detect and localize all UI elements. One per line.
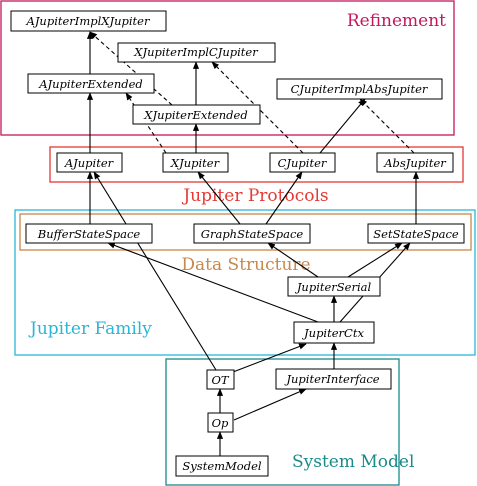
node-graph-state-space: GraphStateSpace — [193, 223, 311, 244]
node-jupiter-ctx: JupiterCtx — [293, 321, 375, 344]
refinement-region-label: Refinement — [347, 11, 446, 31]
node-system-model: SystemModel — [175, 455, 269, 477]
svg-text:CJupiter: CJupiter — [278, 156, 328, 170]
svg-text:JupiterCtx: JupiterCtx — [302, 326, 364, 340]
node-cjupiter-impl-absjupiter: CJupiterImplAbsJupiter — [276, 78, 443, 100]
edge-serial-to-graph — [267, 242, 319, 278]
edge-graph-to-cjup — [265, 171, 303, 225]
data-structure-region — [19, 213, 472, 251]
edge-ctx-to-buffer — [107, 242, 319, 323]
system-model-region — [165, 358, 400, 486]
protocols-region — [49, 146, 464, 183]
node-absjupiter: AbsJupiter — [376, 152, 454, 173]
data-structure-region-label: Data Structure — [181, 255, 310, 275]
family-region-label: Jupiter Family — [28, 319, 152, 339]
svg-text:XJupiter: XJupiter — [170, 156, 221, 170]
system-model-region-label: System Model — [292, 452, 414, 472]
svg-text:XJupiterImplCJupiter: XJupiterImplCJupiter — [133, 45, 259, 59]
node-buffer-state-space: BufferStateSpace — [25, 223, 153, 244]
svg-text:XJupiterExtended: XJupiterExtended — [143, 108, 247, 122]
svg-text:BufferStateSpace: BufferStateSpace — [37, 227, 141, 241]
edge-graph-to-xjup — [197, 171, 241, 225]
svg-text:Op: Op — [212, 416, 229, 430]
svg-text:AbsJupiter: AbsJupiter — [383, 156, 447, 170]
svg-text:CJupiterImplAbsJupiter: CJupiterImplAbsJupiter — [291, 82, 429, 96]
node-set-state-space: SetStateSpace — [367, 223, 465, 244]
protocols-region-label: Jupiter Protocols — [181, 186, 328, 206]
svg-text:OT: OT — [211, 373, 229, 387]
svg-text:SetStateSpace: SetStateSpace — [373, 227, 459, 241]
refinement-region — [0, 0, 455, 136]
node-xjupiter: XJupiter — [162, 152, 229, 173]
node-jupiter-serial: JupiterSerial — [287, 276, 381, 297]
node-ajupiter: AJupiter — [56, 152, 123, 173]
edge-serial-to-set — [347, 242, 403, 278]
node-op: Op — [207, 412, 234, 433]
edge-ot-to-ctx — [232, 343, 307, 373]
edge-absjup-to-cimplabs — [359, 98, 415, 154]
edge-op-to-iface — [233, 388, 307, 421]
family-region — [14, 209, 476, 356]
svg-text:AJupiter: AJupiter — [64, 156, 115, 170]
svg-text:JupiterInterface: JupiterInterface — [284, 372, 379, 386]
node-ajupiter-impl-xjupiter: AJupiterImplXJupiter — [10, 10, 167, 32]
node-xjupiter-extended: XJupiterExtended — [132, 104, 261, 125]
node-ajupiter-extended: AJupiterExtended — [27, 73, 155, 94]
node-jupiter-interface: JupiterInterface — [275, 368, 392, 390]
svg-text:JupiterSerial: JupiterSerial — [295, 280, 372, 294]
svg-text:GraphStateSpace: GraphStateSpace — [201, 227, 304, 241]
svg-text:AJupiterExtended: AJupiterExtended — [38, 77, 143, 91]
node-ot: OT — [206, 369, 235, 390]
node-cjupiter: CJupiter — [269, 152, 336, 173]
edge-xext-to-aimplx — [89, 31, 173, 106]
svg-text:AJupiterImplXJupiter: AJupiterImplXJupiter — [26, 14, 151, 28]
node-xjupiter-impl-cjupiter: XJupiterImplCJupiter — [117, 42, 276, 63]
edge-cjup-to-cimplabs — [319, 98, 366, 154]
svg-text:SystemModel: SystemModel — [182, 459, 261, 473]
edge-ot-to-ajup — [93, 171, 217, 371]
